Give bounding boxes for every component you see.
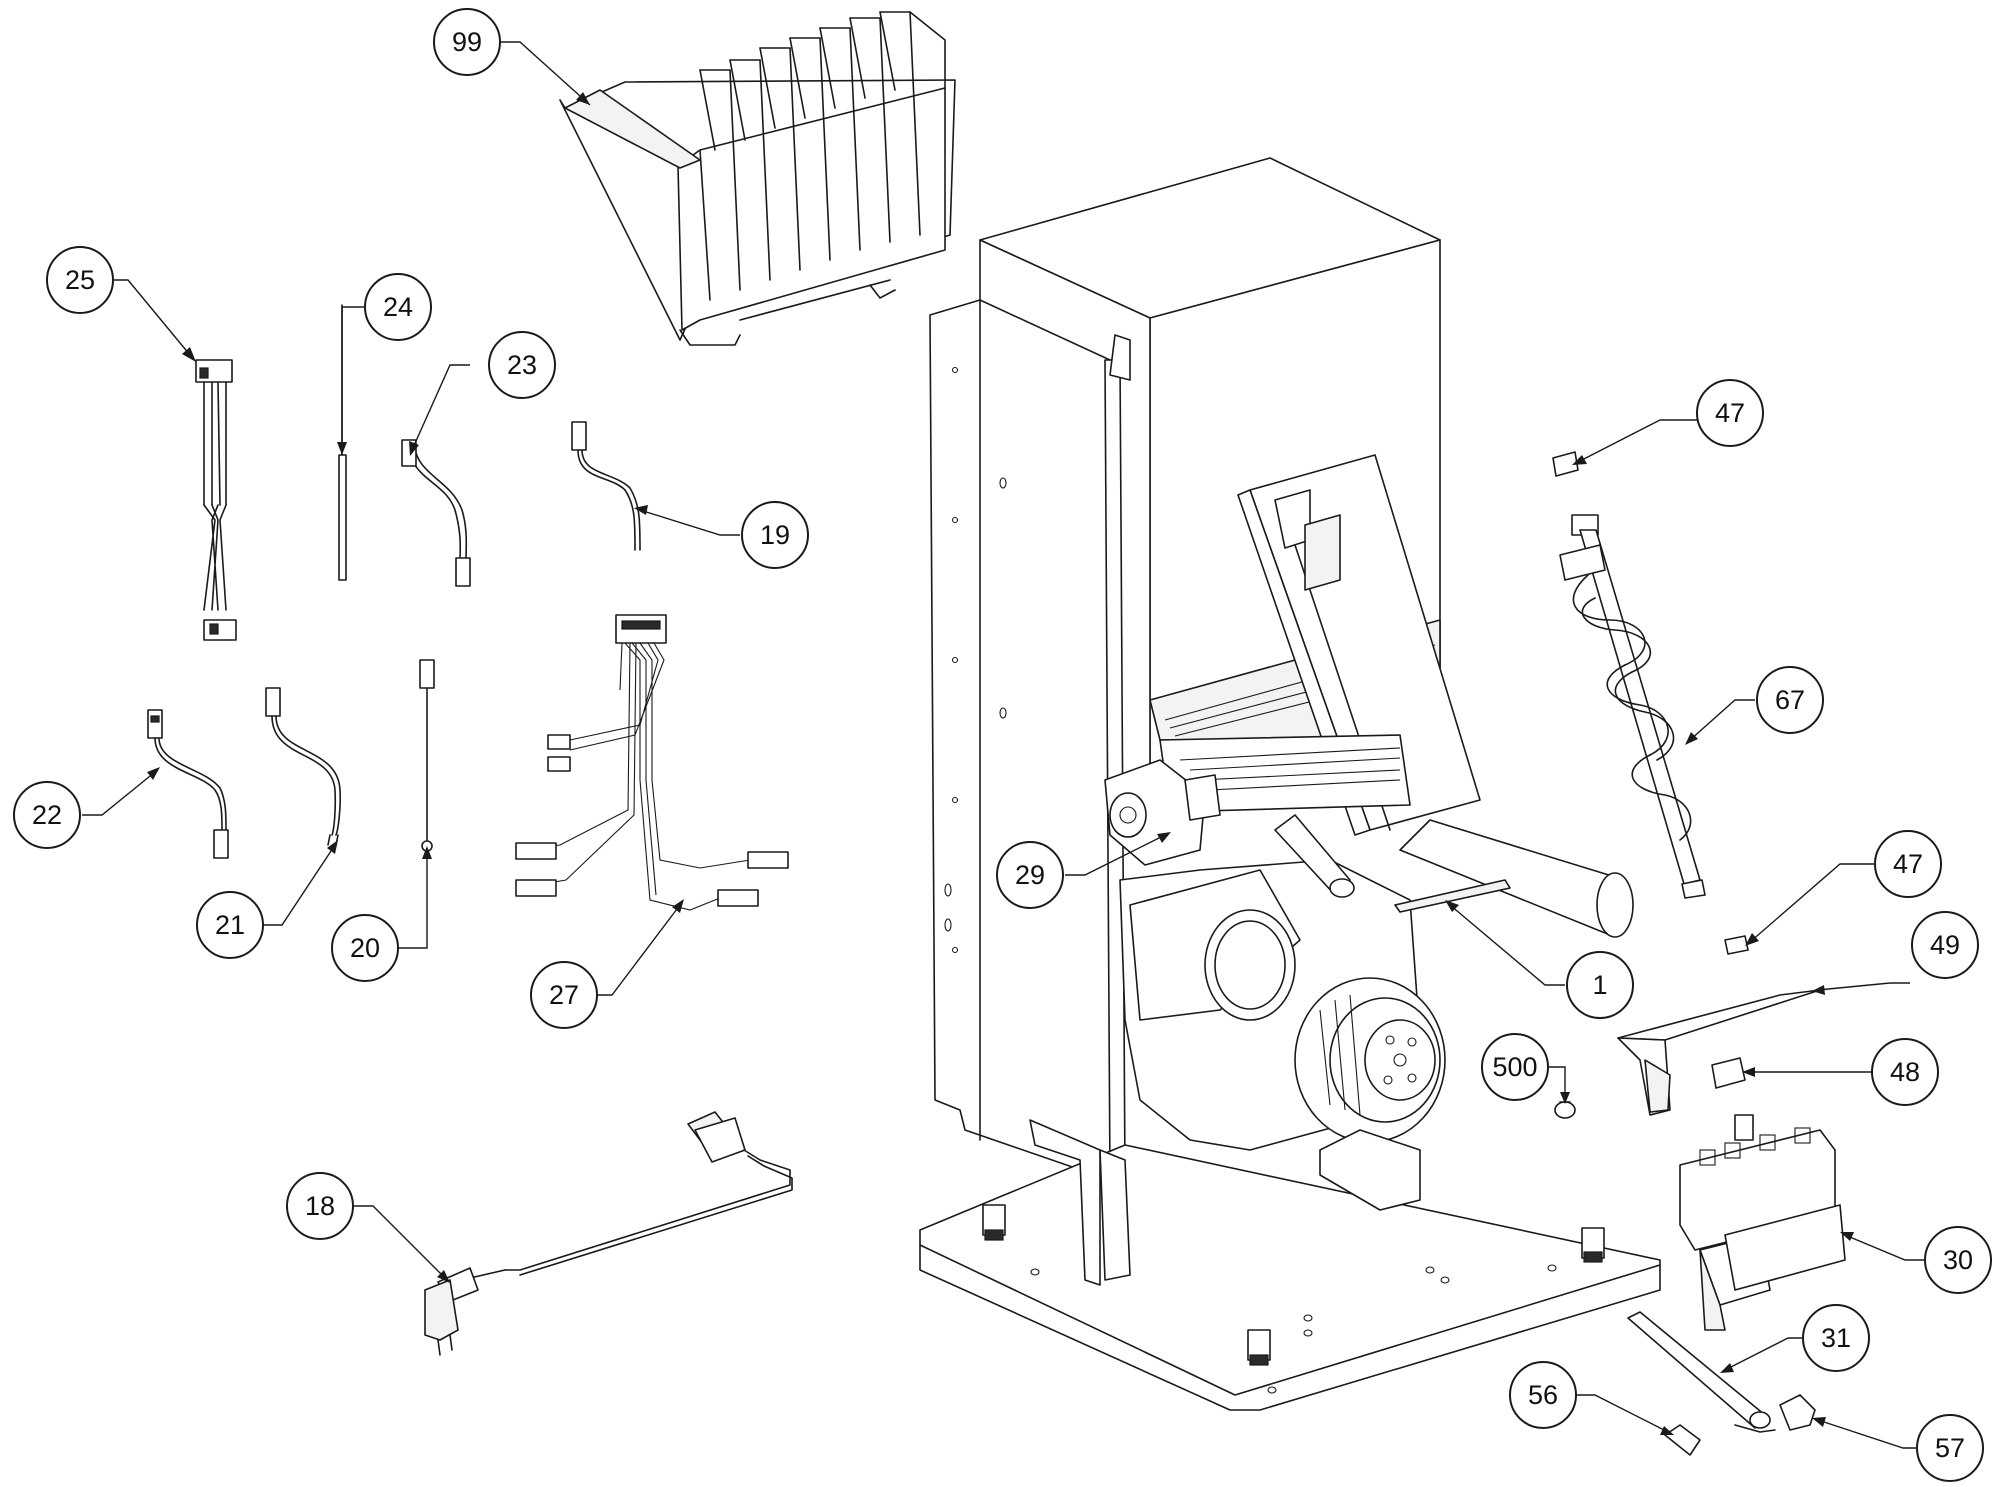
part-19-wire — [571, 421, 641, 551]
callout-number: 47 — [1893, 849, 1923, 879]
leader-lines — [82, 41, 1925, 1449]
part-49-bracket — [1617, 989, 1821, 1116]
callout-48: 48 — [1871, 1038, 1939, 1106]
callout-circle — [1696, 379, 1764, 447]
callout-18: 18 — [286, 1172, 354, 1240]
callout-57: 57 — [1916, 1414, 1984, 1482]
part-18-power-cable — [424, 1111, 793, 1356]
callout-20: 20 — [331, 914, 399, 982]
callout-number: 31 — [1821, 1323, 1851, 1353]
callout-labels: 99 25 24 23 19 22 21 20 27 18 29 1 47 67 47 49 48 500 30 31… — [13, 8, 1992, 1482]
callout-circle — [364, 273, 432, 341]
callout-number: 29 — [1015, 860, 1045, 890]
part-20-wire — [419, 659, 435, 852]
callout-1: 1 — [1566, 951, 1634, 1019]
callout-number: 20 — [350, 933, 380, 963]
callout-number: 99 — [452, 27, 482, 57]
callout-500: 500 — [1481, 1033, 1549, 1101]
part-27-wiring-harness — [515, 614, 789, 911]
callout-circle — [1871, 1038, 1939, 1106]
part-67-auger-screw — [1559, 514, 1706, 899]
callout-number: 21 — [215, 910, 245, 940]
callout-number: 22 — [32, 800, 62, 830]
part-47-clip-top — [1552, 451, 1579, 477]
callout-number: 23 — [507, 350, 537, 380]
callout-56: 56 — [1509, 1361, 1577, 1429]
part-57-cap — [1779, 1394, 1816, 1431]
callout-circle — [1916, 1414, 1984, 1482]
callout-number: 30 — [1943, 1245, 1973, 1275]
part-23-wire — [401, 439, 471, 587]
callout-67: 67 — [1756, 666, 1824, 734]
callout-circle — [1566, 951, 1634, 1019]
callout-circle — [1802, 1304, 1870, 1372]
callout-number: 18 — [305, 1191, 335, 1221]
callout-circle — [1924, 1226, 1992, 1294]
callout-number: 25 — [65, 265, 95, 295]
callout-number: 57 — [1935, 1433, 1965, 1463]
callout-29: 29 — [996, 841, 1064, 909]
callout-number: 67 — [1775, 685, 1805, 715]
callout-circle — [488, 331, 556, 399]
callout-number: 1 — [1592, 970, 1607, 1000]
callout-number: 24 — [383, 292, 413, 322]
callout-number: 56 — [1528, 1380, 1558, 1410]
part-30-gear-motor — [1679, 1114, 1846, 1331]
callout-number: 47 — [1715, 398, 1745, 428]
callout-circle — [1911, 911, 1979, 979]
callout-47b: 47 — [1874, 830, 1942, 898]
callout-25: 25 — [46, 246, 114, 314]
callout-30: 30 — [1924, 1226, 1992, 1294]
callout-47a: 47 — [1696, 379, 1764, 447]
callout-31: 31 — [1802, 1304, 1870, 1372]
part-47-clip-lower — [1724, 935, 1749, 955]
callout-circle — [46, 246, 114, 314]
part-500-screw — [1554, 1101, 1576, 1119]
part-22-wire — [147, 709, 229, 859]
callout-circle — [196, 891, 264, 959]
callout-circle — [1874, 830, 1942, 898]
callout-49: 49 — [1911, 911, 1979, 979]
callout-99: 99 — [433, 8, 501, 76]
callout-number: 500 — [1492, 1052, 1537, 1082]
callout-circle — [1756, 666, 1824, 734]
callout-number: 49 — [1930, 930, 1960, 960]
callout-number: 48 — [1890, 1057, 1920, 1087]
callout-circle — [530, 961, 598, 1029]
part-25-cable — [195, 359, 237, 641]
callout-21: 21 — [196, 891, 264, 959]
callout-24: 24 — [364, 273, 432, 341]
callout-19: 19 — [741, 501, 809, 569]
part-31-rod — [1627, 1311, 1776, 1433]
callout-number: 19 — [760, 520, 790, 550]
part-48-clip — [1711, 1057, 1746, 1089]
callout-circle — [331, 914, 399, 982]
callout-circle — [741, 501, 809, 569]
part-56-clip — [1664, 1424, 1701, 1456]
callout-circle — [286, 1172, 354, 1240]
main-unit-body — [919, 157, 1661, 1411]
callout-22: 22 — [13, 781, 81, 849]
callout-circle — [1509, 1361, 1577, 1429]
part-99-heat-exchanger — [559, 11, 956, 346]
callout-number: 27 — [549, 980, 579, 1010]
callout-circle — [996, 841, 1064, 909]
callout-circle — [1481, 1033, 1549, 1101]
callout-circle — [13, 781, 81, 849]
callout-23: 23 — [488, 331, 556, 399]
callout-27: 27 — [530, 961, 598, 1029]
callout-circle — [433, 8, 501, 76]
part-21-wire — [265, 687, 341, 846]
